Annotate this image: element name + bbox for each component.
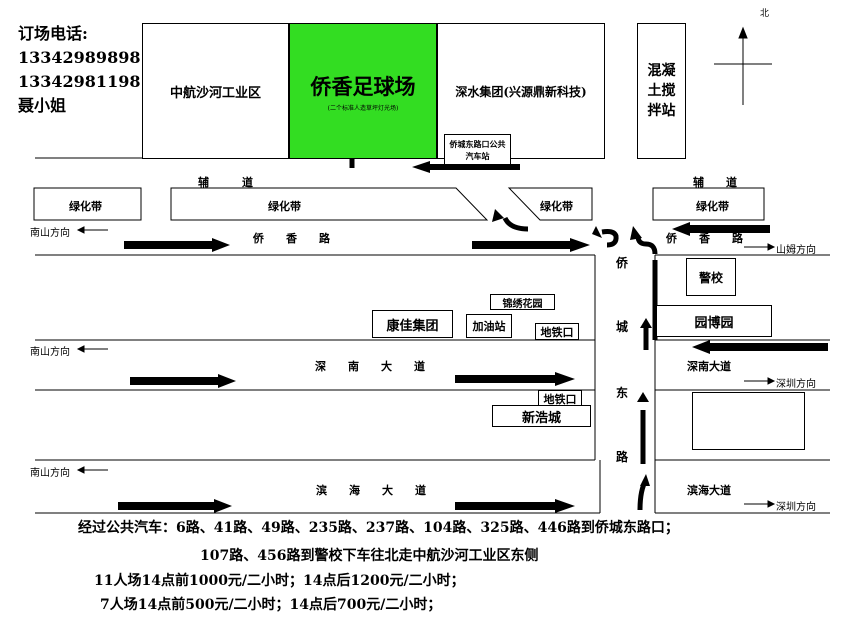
direction-shenzhen-2: 深圳方向 [776,502,816,513]
yuanbo-label: 园博园 [694,315,734,331]
binhai-road-label: 滨 海 大 道 [316,484,426,497]
road-lines [35,157,830,514]
service-road-label-2: 辅 道 [693,176,737,189]
metro1-label: 地铁口 [540,325,574,339]
jinxiu-garden-box: 锦绣花园 [490,294,555,310]
turn-arrow-icon [635,235,658,255]
direction-shanmu: 山姆方向 [776,245,816,256]
green-belt-label-4: 绿化带 [696,200,729,213]
zhonghang-label: 中航沙河工业区 [169,85,261,101]
yuanbo-park-block: 园博园 [656,305,772,337]
arrow-left-icon [692,340,828,354]
field-title: 侨香足球场 [310,73,416,99]
police-school-label: 警校 [698,270,723,285]
arrow-right-icon [455,499,575,513]
shenshui-block: 深水集团(兴源鼎新科技) [437,23,605,159]
concrete-label: 混凝土搅拌站 [647,63,676,119]
police-school-block: 警校 [686,258,736,296]
direction-nanshan-2: 南山方向 [30,347,70,358]
arrow-right-icon [118,499,232,513]
arrow-right-icon [472,238,590,252]
shennan-road-label-right: 深南大道 [687,360,731,373]
contact-block: 订场电话: 13342989898 13342981198 聂小姐 [18,22,140,118]
green-belts [33,187,765,221]
bus-info-line-1: 经过公共汽车：6路、41路、49路、235路、237路、104路、325路、44… [78,520,679,536]
shennan-road-label: 深 南 大 道 [315,360,425,373]
zhonghang-industrial-block: 中航沙河工业区 [142,23,289,159]
contact-phone-2: 13342981198 [18,72,141,91]
field-subtitle: (二个标准人造草坪灯光场) [327,104,399,112]
direction-nanshan-1: 南山方向 [30,228,70,239]
concrete-plant-block: 混凝土搅拌站 [637,23,686,159]
thin-arrows [76,226,776,508]
arrow-right-icon [124,238,230,252]
direction-shenzhen-1: 深圳方向 [776,379,816,390]
north-label: 北 [760,9,770,19]
service-road-label-1: 辅 道 [198,176,253,189]
turn-arrow-icon [502,216,529,232]
empty-block [692,392,805,450]
u-turn-arrow-icon [601,229,619,248]
arrow-right-icon [455,372,575,386]
bus-stop-label: 侨城东路口公共汽车站 [449,138,506,161]
green-belt-label-1: 绿化带 [69,200,102,213]
jinxiu-label: 锦绣花园 [502,298,543,310]
price-7-player: 7人场14点前500元/二小时；14点后700元/二小时； [100,597,442,613]
football-field-block: 侨香足球场 (二个标准人造草坪灯光场) [289,23,437,159]
metro-entrance-1: 地铁口 [535,323,579,340]
arrow-right-icon [130,374,236,388]
direction-nanshan-3: 南山方向 [30,468,70,479]
price-11-player: 11人场14点前1000元/二小时；14点后1200元/二小时； [94,573,465,589]
gas-station-box: 加油站 [466,314,512,338]
bus-stop-box: 侨城东路口公共汽车站 [444,134,511,165]
contact-heading: 订场电话: [18,24,88,43]
green-belt-label-2: 绿化带 [268,200,301,213]
arrow-left-icon [672,222,770,236]
bus-info-line-2: 107路、456路到警校下车往北走中航沙河工业区东侧 [200,548,539,564]
qiaocheng-east-char-4: 路 [616,450,629,464]
kangjia-label: 康佳集团 [386,318,439,334]
qiaocheng-east-char-2: 城 [616,320,629,334]
metro2-label: 地铁口 [543,392,577,406]
north-compass-icon [714,26,772,105]
contact-phone-1: 13342989898 [18,48,141,67]
xinhao-block: 新浩城 [492,405,591,427]
shenshui-label: 深水集团(兴源鼎新科技) [455,84,587,99]
gas-label: 加油站 [472,320,506,333]
qiaocheng-east-char-1: 侨 [616,256,629,270]
qiaoxiang-road-label: 侨 香 路 [253,232,330,245]
qiaoxiang-road-label-right: 侨 香 路 [666,232,743,245]
qiaocheng-east-char-3: 东 [616,386,629,400]
kangjia-block: 康佳集团 [372,310,453,338]
green-belt-label-3: 绿化带 [540,200,573,213]
xinhao-label: 新浩城 [521,410,561,426]
contact-person: 聂小姐 [18,96,67,115]
binhai-road-label-right: 滨海大道 [687,484,731,497]
